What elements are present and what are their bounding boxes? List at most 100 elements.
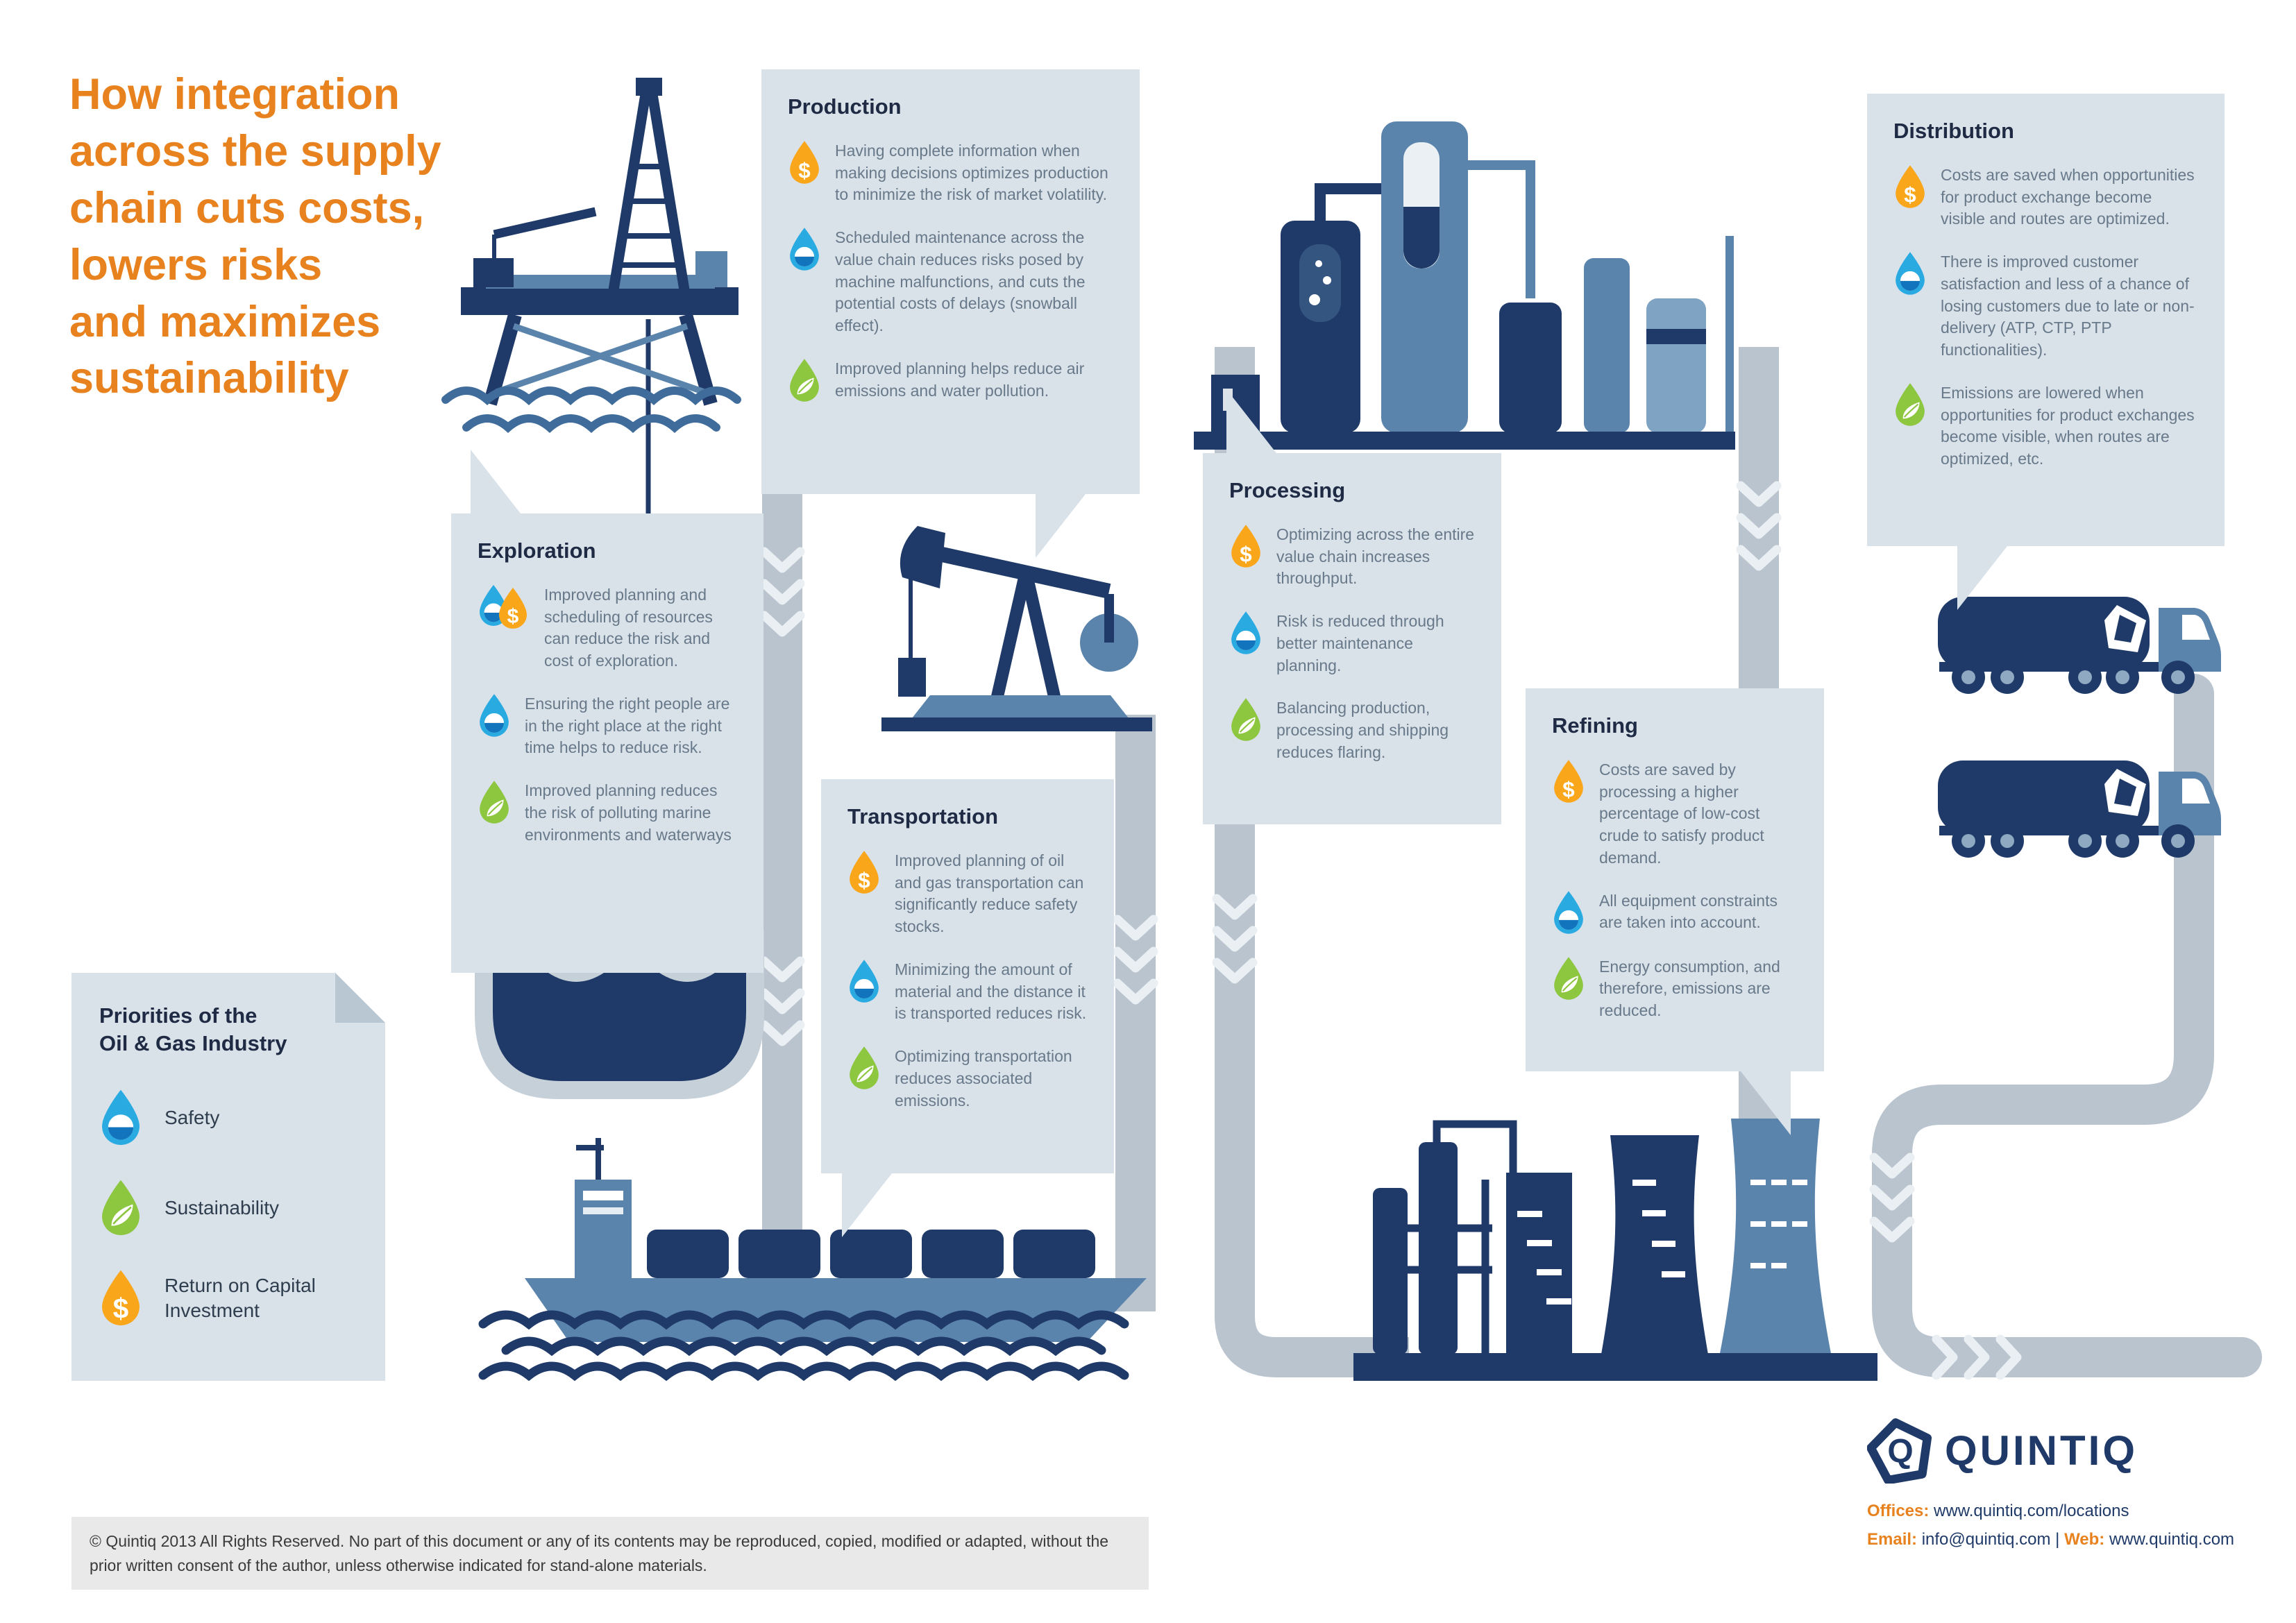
exploration-callout: Exploration Improved planning and schedu… xyxy=(451,450,763,973)
legend-item: Sustainability xyxy=(99,1179,357,1237)
email-address[interactable]: info@quintiq.com xyxy=(1921,1529,2051,1549)
dollar-drop-icon xyxy=(1229,524,1263,569)
title-line: across the supply xyxy=(69,126,441,176)
transportation-callout: Transportation Improved planning of oil … xyxy=(821,779,1114,1237)
title-line: chain cuts costs, xyxy=(69,183,425,232)
processing-heading: Processing xyxy=(1229,478,1346,502)
copyright-footer: © Quintiq 2013 All Rights Reserved. No p… xyxy=(71,1517,1149,1590)
web-label: Web: xyxy=(2064,1529,2105,1549)
callout-item: Improved planning and scheduling of reso… xyxy=(478,584,737,672)
callout-pointer xyxy=(1741,1071,1791,1135)
safety-dollar-drop-icon xyxy=(478,584,530,631)
callout-item: Emissions are lowered when opportunities… xyxy=(1893,382,2198,470)
callout-item-text: Ensuring the right people are in the rig… xyxy=(525,694,730,757)
quintiq-logo-icon: Q xyxy=(1867,1418,1932,1484)
safety-drop-icon xyxy=(788,227,821,272)
leaf-drop-icon xyxy=(99,1179,142,1237)
dollar-drop-icon xyxy=(788,140,821,185)
refining-heading: Refining xyxy=(1552,713,1638,738)
callout-item: Risk is reduced through better maintenan… xyxy=(1229,611,1475,677)
callout-item: Optimizing across the entire value chain… xyxy=(1229,524,1475,590)
refinery-illustration xyxy=(1353,1119,1877,1381)
tanker-ship-illustration xyxy=(478,1138,1147,1382)
callout-item-text: Improved planning helps reduce air emiss… xyxy=(835,359,1085,400)
tanker-truck-1 xyxy=(1938,597,2221,694)
callout-item-text: Improved planning reduces the risk of po… xyxy=(525,781,732,844)
callout-item: Balancing production, processing and shi… xyxy=(1229,697,1475,763)
distribution-callout: Distribution Costs are saved when opport… xyxy=(1867,94,2225,610)
oil-rig-illustration xyxy=(441,78,741,433)
sea-waves xyxy=(478,1310,1129,1382)
callout-item-text: Scheduled maintenance across the value c… xyxy=(835,228,1086,335)
production-heading: Production xyxy=(788,94,902,119)
leaf-drop-icon xyxy=(1893,382,1927,427)
safety-drop-icon xyxy=(478,693,511,738)
page-fold-flap xyxy=(335,973,385,1023)
offices-url[interactable]: www.quintiq.com/locations xyxy=(1934,1502,2129,1520)
callout-item: Ensuring the right people are in the rig… xyxy=(478,693,737,759)
infographic-title: How integration across the supply chain … xyxy=(69,67,458,407)
callout-item: Having complete information when making … xyxy=(788,140,1113,206)
callout-item-text: Optimizing across the entire value chain… xyxy=(1276,525,1475,588)
title-line: sustainability xyxy=(69,354,349,403)
callout-item-text: Emissions are lowered when opportunities… xyxy=(1941,383,2195,468)
email-label: Email: xyxy=(1867,1529,1918,1549)
pumpjack-illustration xyxy=(881,526,1152,731)
logo-row: Q QUINTIQ xyxy=(1867,1417,2270,1484)
callout-item: Energy consumption, and therefore, emiss… xyxy=(1552,956,1798,1022)
callout-item: Optimizing transportation reduces associ… xyxy=(847,1046,1088,1112)
tanker-truck-2 xyxy=(1938,760,2221,858)
callout-item-text: Minimizing the amount of material and th… xyxy=(895,960,1087,1023)
callout-item: All equipment constraints are taken into… xyxy=(1552,890,1798,935)
callout-item-text: Costs are saved by processing a higher p… xyxy=(1599,760,1764,867)
leaf-drop-icon xyxy=(1552,956,1585,1001)
callout-item-text: Costs are saved when opportunities for p… xyxy=(1941,166,2195,228)
exploration-heading: Exploration xyxy=(478,538,596,563)
legend-label: Sustainability xyxy=(164,1197,279,1219)
callout-pointer xyxy=(471,450,521,513)
legend-heading-line: Oil & Gas Industry xyxy=(99,1030,287,1055)
email-web-line: Email: info@quintiq.com | Web: www.quint… xyxy=(1867,1526,2270,1554)
callout-item-text: All equipment constraints are taken into… xyxy=(1599,891,1778,932)
legend-heading: Priorities of the Oil & Gas Industry xyxy=(99,1002,357,1057)
offices-label: Offices: xyxy=(1867,1502,1930,1520)
callout-item: Improved planning reduces the risk of po… xyxy=(478,780,737,846)
safety-drop-icon xyxy=(1552,890,1585,935)
leaf-drop-icon xyxy=(1229,697,1263,742)
callout-item: Improved planning of oil and gas transpo… xyxy=(847,850,1088,938)
priorities-legend: Priorities of the Oil & Gas Industry Saf… xyxy=(71,973,385,1381)
contact-info: Offices: www.quintiq.com/locations Email… xyxy=(1867,1497,2270,1554)
callout-pointer xyxy=(1226,389,1276,453)
safety-drop-icon xyxy=(1229,611,1263,656)
brand-block: Q QUINTIQ Offices: www.quintiq.com/locat… xyxy=(1867,1417,2270,1554)
title-line: How integration xyxy=(69,70,400,119)
brand-wordmark: QUINTIQ xyxy=(1945,1427,2138,1474)
callout-item: Minimizing the amount of material and th… xyxy=(847,959,1088,1025)
callout-item-text: Improved planning of oil and gas transpo… xyxy=(895,851,1084,936)
legend-label: Return on Capital Investment xyxy=(164,1274,316,1322)
leaf-drop-icon xyxy=(847,1046,881,1091)
production-callout: Production Having complete information w… xyxy=(761,69,1140,558)
dollar-drop-icon xyxy=(99,1269,142,1327)
distribution-heading: Distribution xyxy=(1893,119,2014,143)
dollar-drop-icon xyxy=(847,850,881,895)
callout-item: There is improved customer satisfaction … xyxy=(1893,251,2198,362)
callout-pointer xyxy=(842,1173,892,1237)
web-url[interactable]: www.quintiq.com xyxy=(2109,1529,2235,1549)
transportation-heading: Transportation xyxy=(847,804,999,829)
callout-item: Costs are saved by processing a higher p… xyxy=(1552,759,1798,869)
callout-item-text: There is improved customer satisfaction … xyxy=(1941,253,2195,359)
sea-waves xyxy=(441,386,741,433)
refining-callout: Refining Costs are saved by processing a… xyxy=(1526,688,1824,1135)
legend-item: Safety xyxy=(99,1089,357,1147)
callout-item-text: Risk is reduced through better maintenan… xyxy=(1276,612,1444,674)
processing-callout: Processing Optimizing across the entire … xyxy=(1203,389,1501,824)
callout-item: Costs are saved when opportunities for p… xyxy=(1893,164,2198,230)
callout-item: Scheduled maintenance across the value c… xyxy=(788,227,1113,337)
callout-item-text: Optimizing transportation reduces associ… xyxy=(895,1047,1072,1110)
legend-heading-line: Priorities of the xyxy=(99,1003,258,1028)
callout-item-text: Having complete information when making … xyxy=(835,142,1108,204)
callout-pointer xyxy=(1957,546,2007,610)
